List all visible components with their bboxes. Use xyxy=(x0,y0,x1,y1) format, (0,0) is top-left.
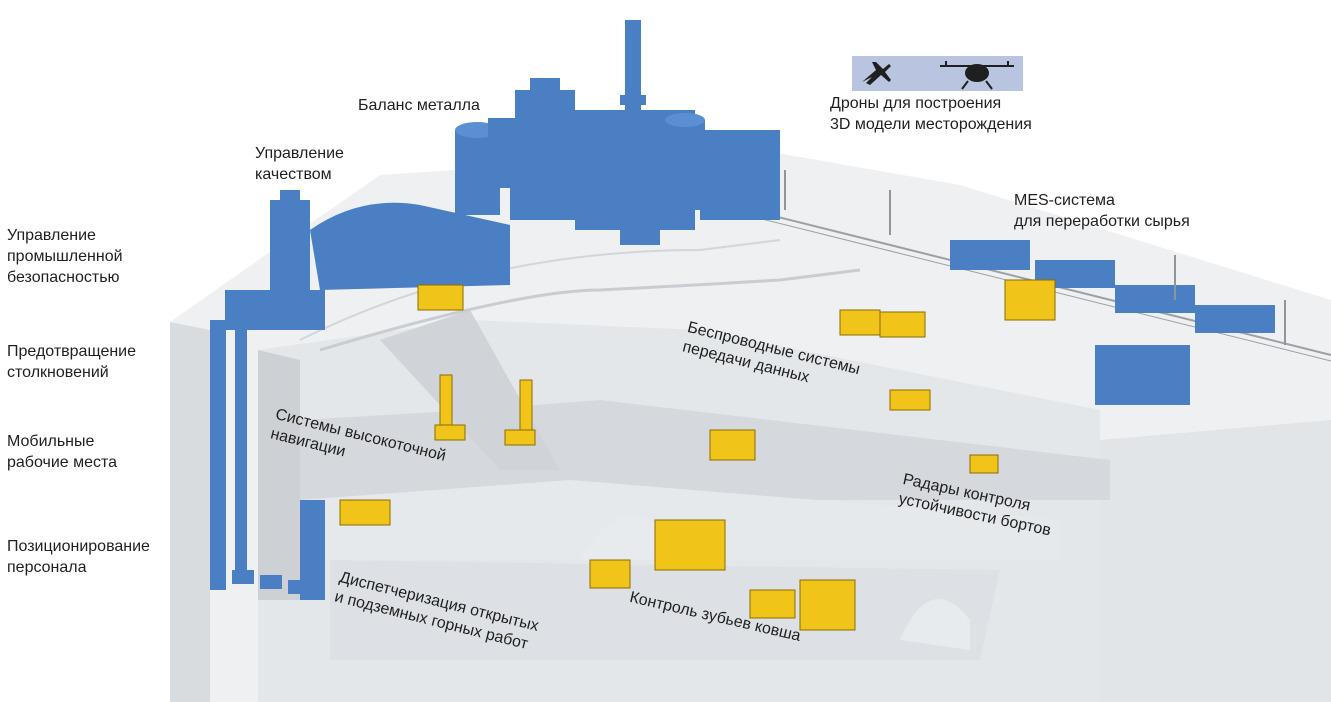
train xyxy=(950,240,1275,333)
processing-plant xyxy=(455,20,780,245)
label-drones: Дроны для построения 3D модели месторожд… xyxy=(830,95,1032,133)
drone-panel xyxy=(852,56,1023,91)
label-collision: Предотвращение столкновений xyxy=(7,343,137,381)
pit-wall-left xyxy=(258,350,300,600)
label-quality: Управление качеством xyxy=(255,145,344,183)
substation xyxy=(1095,345,1190,405)
label-positioning: Позиционирование персонала xyxy=(7,538,150,576)
haul-road xyxy=(319,268,861,352)
mining-vehicles xyxy=(339,279,1056,631)
left-cliff xyxy=(170,322,210,702)
label-mobile: Мобильные рабочие места xyxy=(7,433,118,471)
mine-cars xyxy=(232,570,310,594)
quality-building xyxy=(210,190,510,600)
airplane-icon xyxy=(862,62,891,85)
power-poles xyxy=(784,170,1286,345)
right-cliff xyxy=(1100,420,1331,702)
label-metal-balance: Баланс металла xyxy=(358,97,480,114)
label-industrial-safety: Управление промышленной безопасностью xyxy=(7,227,123,286)
stockpile-1 xyxy=(580,515,660,560)
label-mes: MES-система для переработки сырья xyxy=(1014,192,1190,230)
drone-icon xyxy=(940,61,1014,90)
stockpile-2 xyxy=(900,599,970,650)
